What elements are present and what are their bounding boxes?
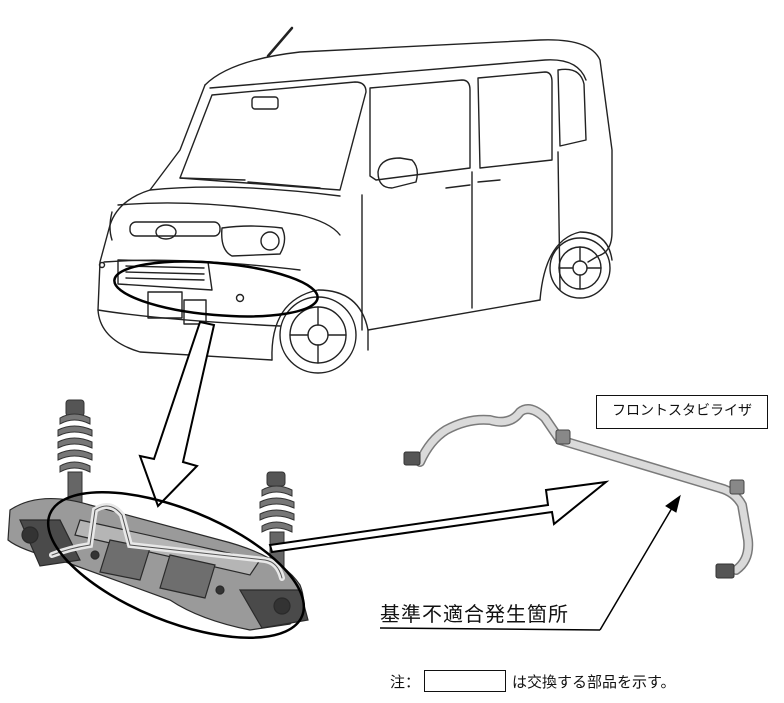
arrow-vehicle-to-subframe [138,320,216,508]
arrow-subframe-to-part [268,480,610,554]
vehicle-illustration [97,26,613,374]
subframe-highlight-ellipse [46,491,306,639]
front-stabilizer-part [403,404,754,579]
note-legend-box [424,670,507,692]
defect-leader [379,494,681,631]
defect-location-label: 基準不適合発生箇所 [380,602,569,626]
part-name-label-box: フロントスタビライザ [596,395,768,429]
legend-note: 注： は交換する部品を示す。 [390,670,676,692]
note-suffix: は交換する部品を示す。 [512,672,676,691]
vehicle-highlight-ellipse [113,260,319,318]
suspension-subframe-illustration [7,399,309,631]
note-prefix: 注： [390,672,421,691]
